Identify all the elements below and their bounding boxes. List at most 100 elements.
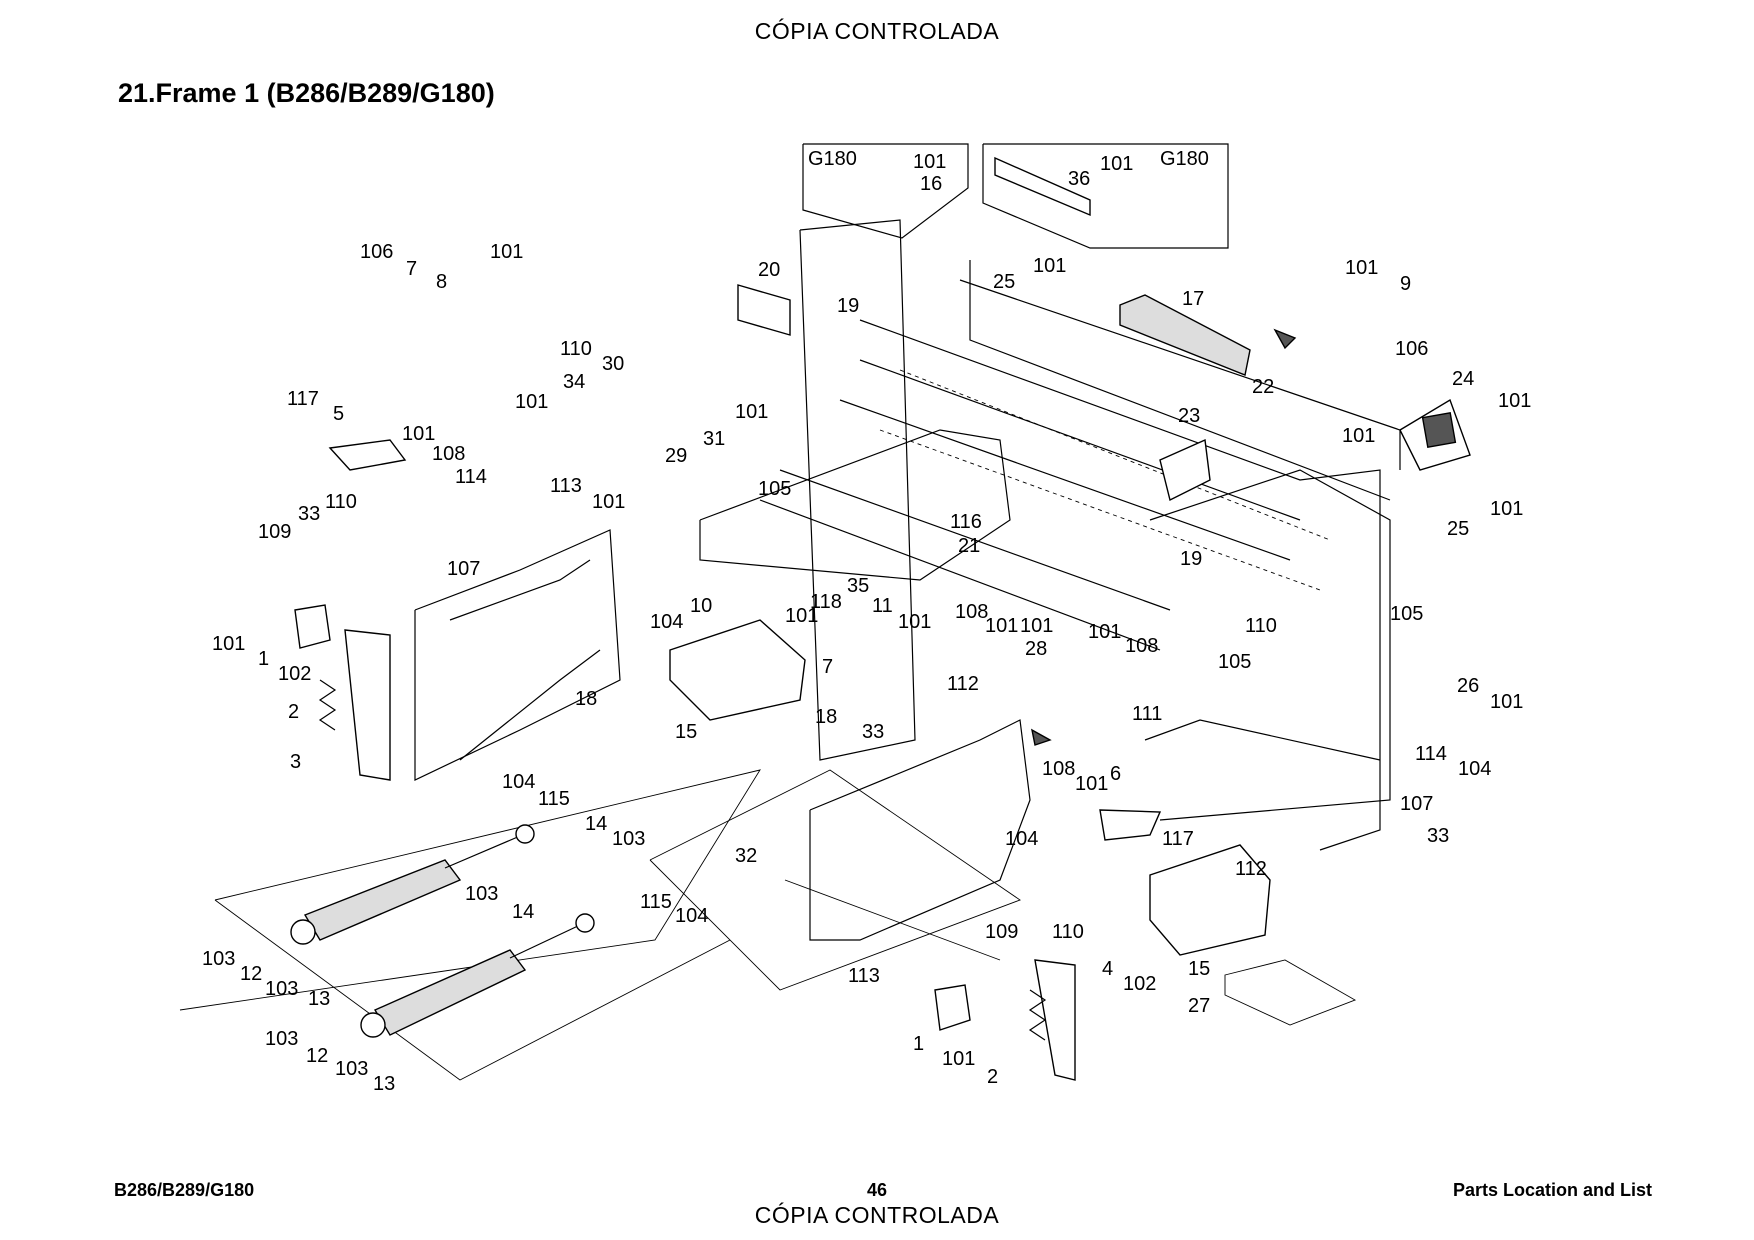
callout: 117	[287, 388, 319, 410]
arrow-marker-b	[1031, 728, 1052, 746]
part-5-lever	[328, 439, 407, 471]
part-20-label	[737, 284, 791, 336]
callout: 16	[920, 173, 942, 195]
part-24-box	[1399, 398, 1471, 471]
callout: 112	[1235, 858, 1267, 880]
callout: 102	[1123, 973, 1156, 995]
watermark-bottom: CÓPIA CONTROLADA	[754, 1202, 1000, 1228]
callout: 108	[432, 443, 465, 465]
callout: 101	[985, 615, 1018, 637]
callout: 108	[1042, 758, 1075, 780]
part-6-lever	[1099, 809, 1162, 841]
callout: 113	[550, 475, 582, 497]
callout: 101	[592, 491, 625, 513]
callout: 9	[1400, 273, 1411, 295]
callout: 18	[815, 706, 837, 728]
callout: 104	[650, 611, 683, 633]
callout: 101	[1490, 498, 1523, 520]
callout: 101	[1345, 257, 1378, 279]
callout: 33	[298, 503, 320, 525]
callout: 7	[822, 656, 833, 678]
part-1-cam-right	[934, 984, 971, 1031]
callout: 112	[947, 673, 979, 695]
callout: 115	[640, 891, 672, 913]
callout: 107	[447, 558, 480, 580]
callout: 17	[1182, 288, 1204, 310]
callout: 32	[735, 845, 757, 867]
callout: 4	[1102, 958, 1113, 980]
callout: G180	[1160, 148, 1209, 170]
callout: 7	[406, 258, 417, 280]
callout: 30	[602, 353, 624, 375]
callout: 19	[837, 295, 859, 317]
callout: G180	[808, 148, 857, 170]
callout: 115	[538, 788, 570, 810]
callout: 13	[308, 988, 330, 1010]
callout: 110	[560, 338, 592, 360]
callout: 25	[993, 271, 1015, 293]
callout: 111	[1132, 703, 1162, 725]
callout: 110	[1245, 615, 1277, 637]
callout: 1	[258, 648, 269, 670]
callout: 101	[942, 1048, 975, 1070]
callout: 105	[758, 478, 791, 500]
callout: 12	[240, 963, 262, 985]
spring-2-left	[318, 679, 337, 731]
callout: 101	[785, 605, 818, 627]
inset-box-left	[802, 143, 969, 239]
callout: 106	[360, 241, 393, 263]
callout: 11	[872, 595, 893, 617]
part-36-cover	[994, 156, 1091, 217]
callout: 6	[1110, 763, 1121, 785]
callout: 101	[1075, 773, 1108, 795]
part-1-cam-left	[294, 604, 331, 649]
callout: 101	[898, 611, 931, 633]
callout: 101	[913, 151, 946, 173]
callout: 35	[847, 575, 869, 597]
callout: 1	[913, 1033, 924, 1055]
callout: 13	[373, 1073, 395, 1095]
callout: 106	[1395, 338, 1428, 360]
part-23-bracket	[1159, 438, 1211, 502]
callout: 103	[335, 1058, 368, 1080]
callout: 104	[675, 905, 708, 927]
callout: 22	[1252, 376, 1274, 398]
callout: 105	[1218, 651, 1251, 673]
callout: 19	[1180, 548, 1202, 570]
part-4-bracket	[1034, 959, 1076, 1081]
callout: 26	[1457, 675, 1479, 697]
callout: 107	[1400, 793, 1433, 815]
callout: 103	[265, 978, 298, 1000]
inset-box-right	[982, 143, 1229, 249]
watermark-top: CÓPIA CONTROLADA	[754, 18, 1000, 44]
spring-2-right	[1028, 989, 1047, 1041]
callout: 103	[465, 883, 498, 905]
callout: 101	[1490, 691, 1523, 713]
left-side-plate	[179, 529, 761, 1081]
callout: 33	[1427, 825, 1449, 847]
callout: 15	[675, 721, 697, 743]
page-title: 21.Frame 1 (B286/B289/G180)	[118, 78, 495, 108]
callout-labels: G180 101 16 36 101 G180 106 7 8 101 20 1…	[202, 148, 1531, 1095]
gas-spring-lower	[360, 913, 595, 1038]
callout: 21	[958, 535, 980, 557]
footer-section: Parts Location and List	[1452, 1180, 1652, 1200]
callout: 101	[490, 241, 523, 263]
callout: 33	[862, 721, 884, 743]
callout: 116	[950, 511, 982, 533]
callout: 118	[810, 591, 842, 613]
callout: 104	[502, 771, 535, 793]
callout: 15	[1188, 958, 1210, 980]
part-15-tray-left	[669, 619, 806, 721]
callout: 34	[563, 371, 585, 393]
part-27-sheet	[1224, 959, 1357, 1026]
bottom-center-plate	[649, 719, 1031, 991]
callout: 104	[1458, 758, 1491, 780]
callout: 8	[436, 271, 447, 293]
footer-model: B286/B289/G180	[114, 1180, 255, 1200]
callout: 103	[202, 948, 235, 970]
callout: 101	[1498, 390, 1531, 412]
callout: 24	[1452, 368, 1474, 390]
callout: 28	[1025, 638, 1047, 660]
